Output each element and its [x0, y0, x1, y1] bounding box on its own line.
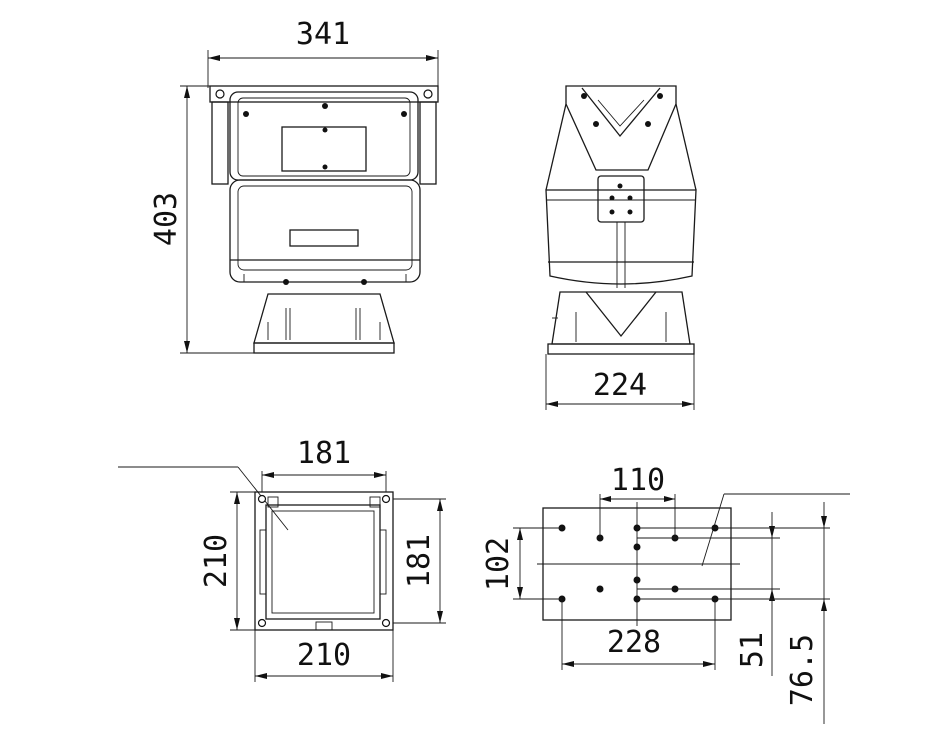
base-left-dimension: 210 — [199, 491, 255, 631]
side-width-dimension: 224 — [545, 354, 695, 410]
base-bottom-label: 210 — [297, 638, 351, 673]
mount-right-label-1: 51 — [735, 632, 770, 668]
mount-right-dimension-1: 51 — [637, 512, 780, 676]
front-view: 341 403 — [149, 17, 439, 354]
base-top-dimension: 181 — [261, 436, 387, 492]
front-height-label: 403 — [149, 192, 184, 246]
mount-top-dimension: 110 — [599, 463, 676, 538]
front-width-dimension: 341 — [207, 17, 439, 88]
mount-right-label-2: 76.5 — [785, 634, 820, 706]
mount-left-dimension: 102 — [481, 527, 562, 600]
mount-bottom-dimension: 228 — [561, 599, 716, 670]
base-view: 181 210 181 210 — [118, 436, 446, 682]
mount-left-label: 102 — [481, 537, 516, 591]
front-width-label: 341 — [296, 17, 350, 52]
mount-bottom-label: 228 — [607, 625, 661, 660]
side-view: 224 — [545, 85, 697, 410]
side-width-label: 224 — [593, 368, 647, 403]
mount-plate-view: 110 102 228 51 — [481, 463, 850, 724]
mount-top-label: 110 — [611, 463, 665, 498]
base-bottom-dimension: 210 — [254, 630, 394, 682]
base-left-label: 210 — [199, 534, 234, 588]
base-top-label: 181 — [297, 436, 351, 471]
base-right-label: 181 — [402, 534, 437, 588]
base-right-dimension: 181 — [393, 498, 446, 624]
front-height-dimension: 403 — [149, 85, 255, 354]
mount-right-dimension-2: 76.5 — [637, 502, 830, 724]
